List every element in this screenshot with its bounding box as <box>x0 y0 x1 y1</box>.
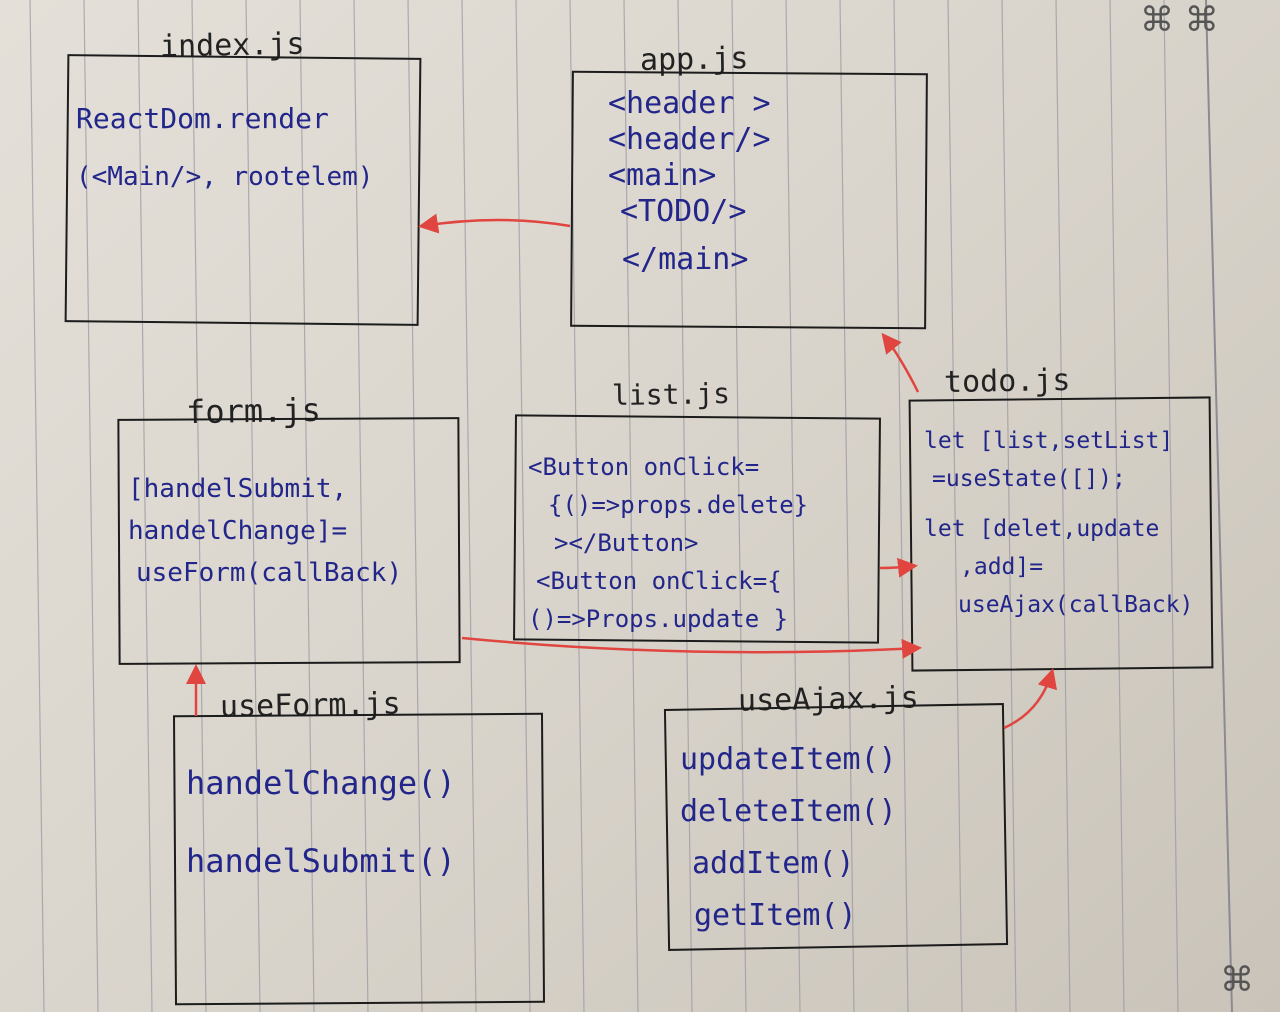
todo-js-title: todo.js <box>943 362 1071 401</box>
rule-line <box>893 0 909 1012</box>
rule-line <box>785 0 801 1012</box>
rule-line <box>299 0 315 1012</box>
rule-line <box>515 0 531 1012</box>
code-line: [handelSubmit, <box>128 474 348 504</box>
todo-js-code: let [list,setList] =useState([]); let [d… <box>924 422 1193 624</box>
rule-line <box>677 0 693 1012</box>
code-line: </main> <box>622 242 749 277</box>
margin-line <box>1205 0 1233 1012</box>
code-line: handelSubmit() <box>186 842 456 880</box>
rule-line <box>1163 0 1179 1012</box>
rule-line <box>461 0 477 1012</box>
rule-line <box>1055 0 1071 1012</box>
list-js-code: <Button onClick= {()=>props.delete} ></B… <box>528 448 808 638</box>
code-line: let [delet,update <box>924 516 1160 542</box>
code-line: <main> <box>608 158 717 193</box>
useajax-js-code: updateItem() deleteItem() addItem() getI… <box>680 734 897 942</box>
code-line: handelChange() <box>186 764 456 802</box>
rule-line <box>623 0 639 1012</box>
code-line: <Button onClick={ <box>536 567 782 595</box>
corner-ornament-bottom: ⌘ <box>1220 960 1254 1000</box>
rule-line <box>569 0 585 1012</box>
corner-ornament-top: ⌘ ⌘ <box>1140 0 1219 40</box>
rule-line <box>407 0 423 1012</box>
rule-line <box>353 0 369 1012</box>
rule-line <box>191 0 207 1012</box>
code-line: (<Main/>, rootelem) <box>76 162 374 192</box>
rule-line <box>245 0 261 1012</box>
rule-line <box>731 0 747 1012</box>
code-line: <header > <box>608 86 771 121</box>
rule-line <box>1109 0 1125 1012</box>
code-line: ReactDom.render <box>76 102 329 135</box>
form-js-code: [handelSubmit, handelChange]= useForm(ca… <box>128 468 402 594</box>
index-js-code: ReactDom.render (<Main/>, rootelem) <box>76 90 373 206</box>
rule-line <box>83 0 99 1012</box>
code-line: getItem() <box>694 898 857 933</box>
list-js-title: list.js <box>611 376 731 413</box>
code-line: =useState([]); <box>932 466 1126 492</box>
code-line: ,add]= <box>960 554 1044 580</box>
code-line: deleteItem() <box>680 794 897 829</box>
rule-line <box>839 0 855 1012</box>
code-line: ></Button> <box>554 529 699 557</box>
code-line: ()=>Props.update } <box>528 605 789 633</box>
code-line: addItem() <box>692 846 855 881</box>
rule-line <box>1001 0 1017 1012</box>
code-line: let [list,setList] <box>924 428 1174 454</box>
rule-line <box>29 0 45 1012</box>
rule-line <box>137 0 153 1012</box>
code-line: updateItem() <box>680 742 897 777</box>
useform-js-code: handelChange() handelSubmit() <box>186 744 456 900</box>
app-js-code: <header > <header/> <main> <TODO/> </mai… <box>608 86 771 278</box>
code-line: <TODO/> <box>620 194 747 229</box>
code-line: <Button onClick= <box>528 453 760 481</box>
code-line: useForm(callBack) <box>136 558 403 588</box>
code-line: handelChange]= <box>128 516 348 546</box>
code-line: useAjax(callBack) <box>958 592 1194 618</box>
rule-line <box>947 0 963 1012</box>
code-line: <header/> <box>608 122 771 157</box>
code-line: {()=>props.delete} <box>548 491 809 519</box>
